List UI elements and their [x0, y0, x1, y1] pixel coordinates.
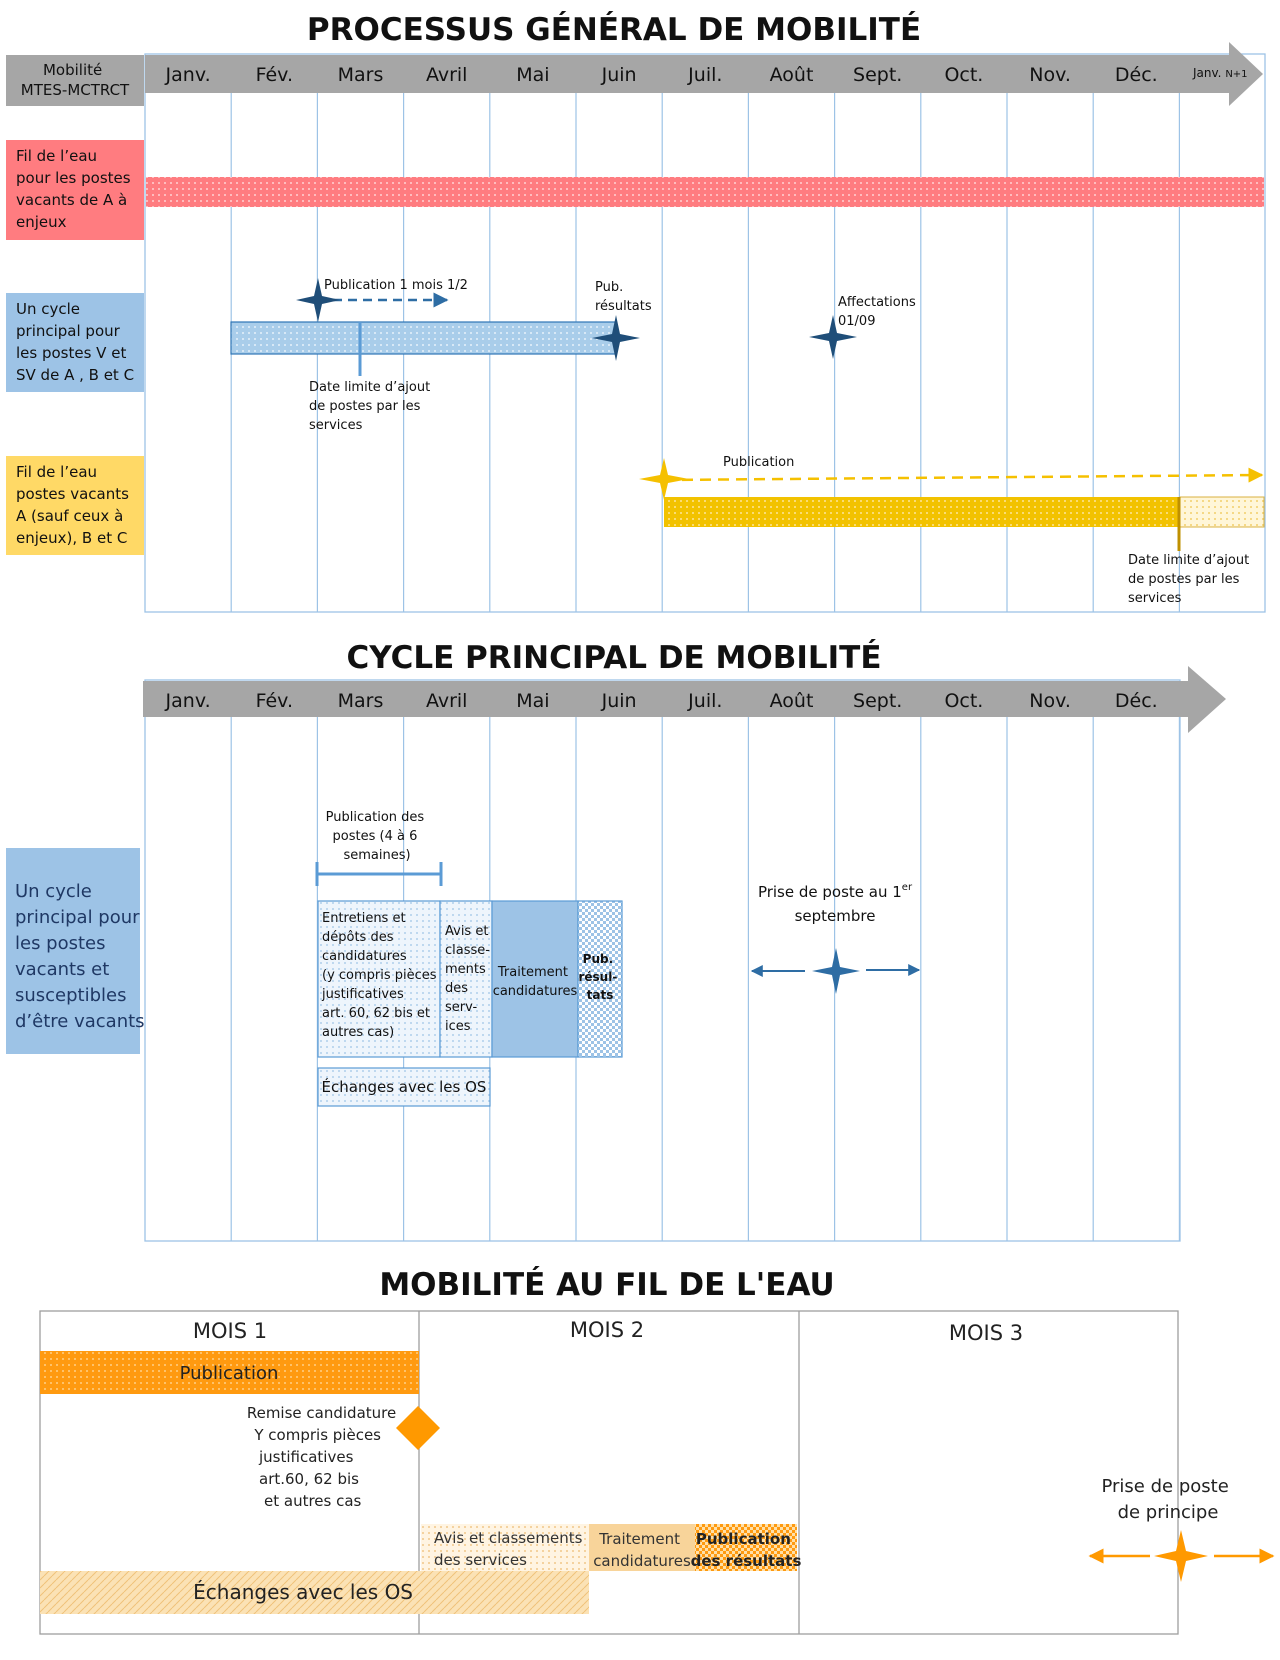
publication-bar [40, 1351, 419, 1394]
section2-month-label: Mars [338, 690, 384, 712]
pub-results-box-text: Pub. résul- tats [578, 952, 621, 1002]
publication-period-bracket [315, 862, 443, 886]
section1-month-label: Sept. [853, 64, 902, 86]
prise-de-poste-label-line2: septembre [795, 907, 876, 925]
entretiens-box [317, 900, 441, 1058]
entretiens-box-text: Entretiens et dépôts des candidatures (y… [321, 911, 441, 1040]
section1-month-label: Mai [516, 64, 549, 86]
prise-de-poste-label: Prise de poste au 1er [758, 882, 913, 901]
section1-month-label: Juin [601, 64, 637, 86]
yellow-deadline-annotation: Date limite d’ajout de postes par les se… [1128, 553, 1253, 606]
prise-principe-star [1154, 1530, 1208, 1582]
publication-resultats-bar [695, 1524, 797, 1571]
section2-month-label: Fév. [256, 690, 293, 712]
publication-star [296, 278, 340, 322]
section2-month-label: Sept. [853, 690, 902, 712]
yellow-row-label: Fil de l’eau postes vacants A (sauf ceux… [16, 463, 134, 547]
blue-row-label-box [6, 293, 144, 392]
section2-month-label: Janv. [165, 690, 211, 712]
traitement-bar [589, 1524, 695, 1571]
section2-month-label: Juil. [687, 690, 722, 712]
section1-month-label: Août [770, 64, 814, 86]
section3-title: MOBILITÉ AU FIL DE L'EAU [379, 1267, 834, 1303]
publication-bar-text: Publication [180, 1363, 279, 1384]
section2-row-label: Un cycle principal pour les postes vacan… [15, 881, 145, 1032]
section3-frame [39, 1310, 1179, 1635]
traitement-bar-text: Traitement candidatures [593, 1530, 691, 1570]
section1-timeline-arrow [145, 42, 1263, 106]
blue-cycle-bar [230, 321, 617, 355]
section2-month-label: Avril [426, 690, 468, 712]
mois-1-label: MOIS 1 [193, 1319, 267, 1343]
pub-results-star [592, 315, 640, 361]
mois-3-label: MOIS 3 [949, 1321, 1023, 1345]
section1-header-label: Mobilité MTES-MCTRCT [21, 61, 130, 99]
section1-month-label: Oct. [944, 64, 983, 86]
section1-next-year-label: Janv. N+1 [1192, 66, 1248, 80]
echanges-os-text: Échanges avec les OS [322, 1077, 487, 1096]
publication-resultats-bar-text: Publication des résultats [691, 1530, 802, 1570]
prise-de-poste-star [812, 948, 860, 994]
yellow-publication-dashed-arrow [663, 467, 1264, 483]
publication-postes-label: Publication des postes (4 à 6 semaines) [326, 810, 429, 863]
yellow-fil-bar-extension [1179, 496, 1265, 528]
section1-month-label: Avril [426, 64, 468, 86]
avis-classements-box [439, 900, 493, 1058]
section2-month-label: Déc. [1115, 690, 1158, 712]
section1-grid-frame [144, 53, 1266, 613]
remise-deadline-diamond [396, 1406, 440, 1450]
section1-month-label: Fév. [256, 64, 293, 86]
section2-month-label: Oct. [944, 690, 983, 712]
pub-results-annotation: Pub. résultats [595, 280, 652, 314]
section2-row-label-box [6, 848, 140, 1054]
section1-month-label: Mars [338, 64, 384, 86]
section2-title: CYCLE PRINCIPAL DE MOBILITÉ [346, 640, 881, 676]
red-row-label-box [6, 140, 144, 240]
yellow-fil-bar [664, 497, 1180, 527]
echanges-os-box [317, 1067, 491, 1107]
section1-month-label: Nov. [1029, 64, 1071, 86]
avis-classements-box-text: Avis et classe- ments des serv- ices [445, 924, 494, 1034]
avis-classements-bar-text: Avis et classements des services [434, 1529, 587, 1569]
section2-month-label: Mai [516, 690, 549, 712]
affectations-star [809, 315, 857, 359]
echanges-os-bar [40, 1571, 589, 1614]
section1-title: PROCESSUS GÉNÉRAL DE MOBILITÉ [307, 12, 921, 48]
section1-header-label-box [6, 55, 144, 106]
red-row-bar [146, 177, 1264, 207]
red-row-label: Fil de l’eau pour les postes vacants de … [16, 147, 135, 231]
remise-candidature-text: Remise candidature Y compris pièces [247, 1404, 401, 1444]
section2-month-label: Nov. [1029, 690, 1071, 712]
blue-deadline-annotation: Date limite d’ajout de postes par les se… [309, 380, 434, 433]
prise-de-poste-principe-text: Prise de poste de principe [1101, 1476, 1234, 1523]
section1-month-label: Juil. [687, 64, 722, 86]
section2-timeline-arrow [143, 666, 1226, 733]
section1-month-label: Déc. [1115, 64, 1158, 86]
mois-2-label: MOIS 2 [570, 1318, 644, 1342]
pub-results-box [577, 900, 623, 1058]
section2-month-labels: Janv. Fév. Mars Avril Mai Juin Juil. Août Sept. O… [165, 690, 1158, 712]
section2-month-label: Août [770, 690, 814, 712]
echanges-os-bar-text: Échanges avec les OS [193, 1580, 413, 1604]
publication-annotation: Publication 1 mois 1/2 [324, 278, 468, 293]
affectations-annotation: Affectations 01/09 [838, 295, 920, 329]
yellow-row-label-box [6, 456, 144, 555]
traitement-box-text: Traitement candidatures [493, 965, 578, 999]
section2-month-label: Juin [601, 690, 637, 712]
blue-row-label: Un cycle principal pour les postes V et … [16, 300, 134, 384]
traitement-box [491, 900, 579, 1058]
remise-candidature-details: justificatives art.60, 62 bis et autres … [258, 1448, 364, 1510]
section1-month-labels: Janv. Fév. Mars Avril Mai Juin Juil. Août Sept. O… [165, 64, 1158, 86]
yellow-publication-annotation: Publication [723, 455, 794, 470]
yellow-publication-star [639, 458, 689, 500]
section1-month-label: Janv. [165, 64, 211, 86]
avis-classements-bar [421, 1524, 589, 1571]
